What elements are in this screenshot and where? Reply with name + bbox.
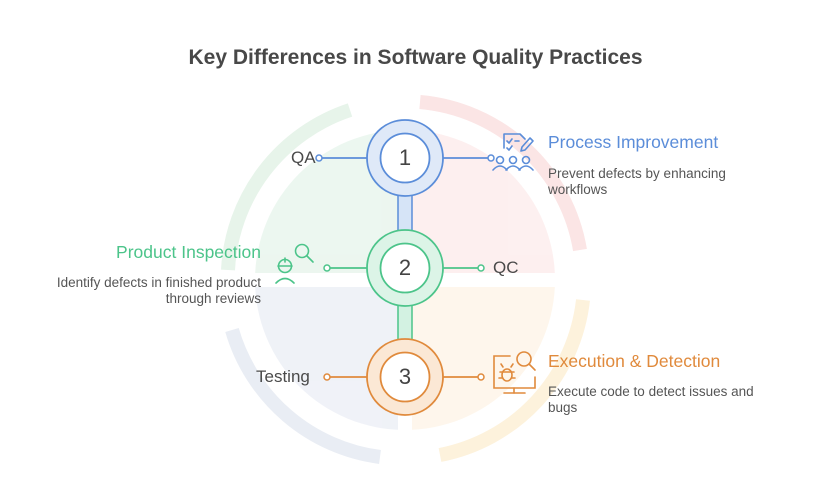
diagram-title: Key Differences in Software Quality Prac… [188,46,643,69]
step-3-number: 3 [398,364,412,389]
side-label-testing: Testing [256,367,310,386]
step-3-description-line1: Execute code to detect issues and [548,384,754,399]
side-label-qc: QC [493,258,519,277]
step-2-description-line2: through reviews [165,291,261,306]
step-1-description-line1: Prevent defects by enhancing [548,166,726,181]
side-label-qa: QA [291,148,316,167]
step-2-node [323,229,485,307]
step-2-heading: Product Inspection [116,242,261,262]
step-2-number: 2 [398,255,412,280]
connector-1-2 [397,194,413,234]
step-1-node [315,119,495,197]
step-3-heading: Execution & Detection [548,351,721,371]
connector-2-3 [397,304,413,342]
inspector-search-icon [275,243,314,284]
checklist-team-icon [492,133,534,171]
step-1-number: 1 [398,145,412,170]
step-3-node [323,338,485,416]
step-1-heading: Process Improvement [548,132,719,152]
bug-monitor-search-icon [493,351,536,394]
step-2-description-line1: Identify defects in finished product [56,275,261,290]
background-arcs [221,95,590,464]
step-3-description-line2: bugs [548,400,578,415]
step-1-description-line2: workflows [548,182,608,197]
